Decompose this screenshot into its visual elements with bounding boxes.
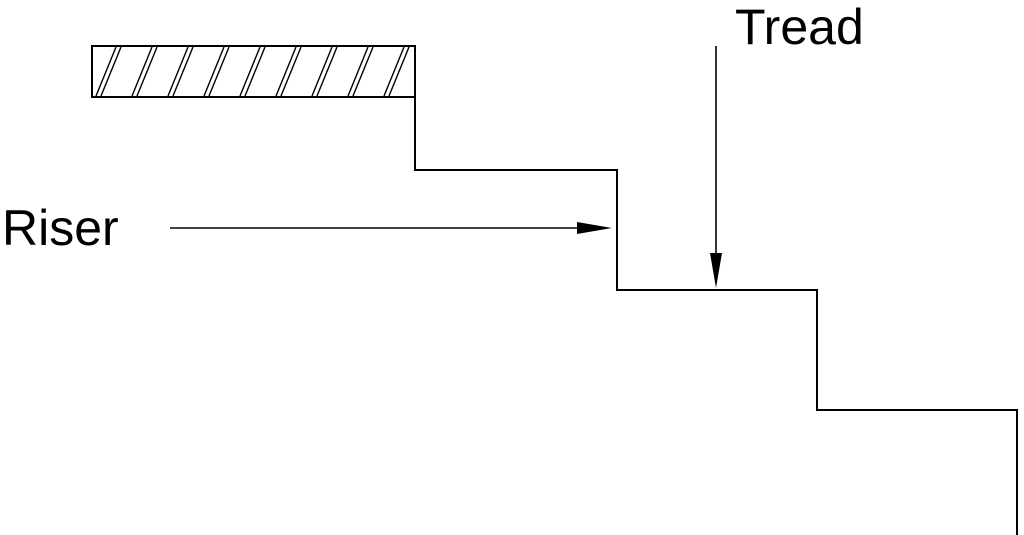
riser-arrowhead-icon [577, 222, 612, 234]
tread-arrowhead-icon [710, 253, 722, 288]
hatched-slab [91, 45, 416, 98]
stair-profile-line [414, 97, 1018, 535]
slab-outline [91, 45, 416, 98]
riser-label: Riser [2, 200, 119, 256]
tread-arrow [710, 46, 722, 288]
tread-label: Tread [735, 0, 864, 55]
riser-arrow [170, 222, 612, 234]
slab-hatching [95, 46, 410, 97]
